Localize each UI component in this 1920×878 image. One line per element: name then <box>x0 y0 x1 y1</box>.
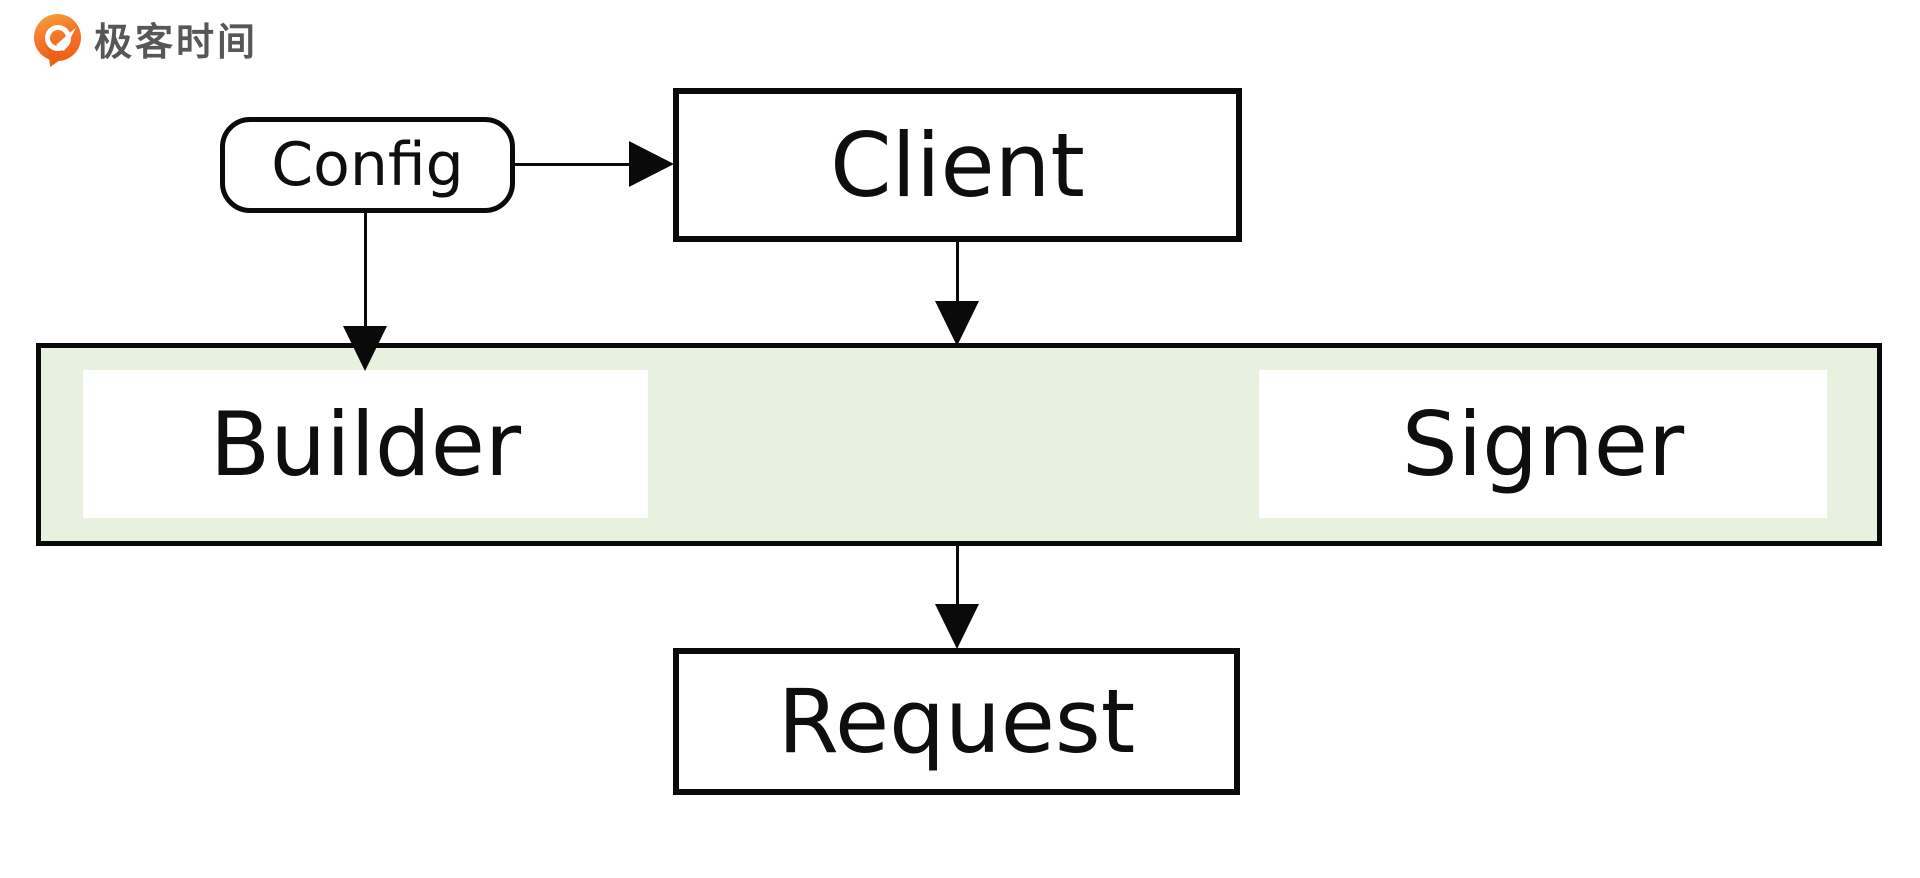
node-config-label: Config <box>271 130 464 200</box>
node-builder: Builder <box>83 370 648 518</box>
geektime-logo: 极客时间 <box>34 14 259 71</box>
arrow-client-to-band-shaft <box>956 242 959 304</box>
node-client: Client <box>673 88 1242 242</box>
arrow-client-to-band-head-icon <box>935 301 979 346</box>
node-config: Config <box>220 117 515 213</box>
geektime-logo-icon <box>34 14 82 71</box>
arrow-band-to-request-head-icon <box>935 604 979 649</box>
arrow-band-to-request-shaft <box>956 546 959 606</box>
node-request: Request <box>673 648 1240 795</box>
arrow-config-to-client-shaft <box>513 163 631 166</box>
arrow-config-to-builder-head-icon <box>343 326 387 371</box>
logo-ring <box>45 25 71 51</box>
node-client-label: Client <box>830 113 1085 217</box>
node-builder-label: Builder <box>209 392 522 496</box>
arrow-config-to-builder-shaft <box>364 212 367 328</box>
brand-name: 极客时间 <box>94 20 259 64</box>
node-request-label: Request <box>777 670 1136 773</box>
node-signer-label: Signer <box>1401 392 1685 496</box>
arrow-config-to-client-head-icon <box>629 141 674 187</box>
node-signer: Signer <box>1259 370 1827 518</box>
